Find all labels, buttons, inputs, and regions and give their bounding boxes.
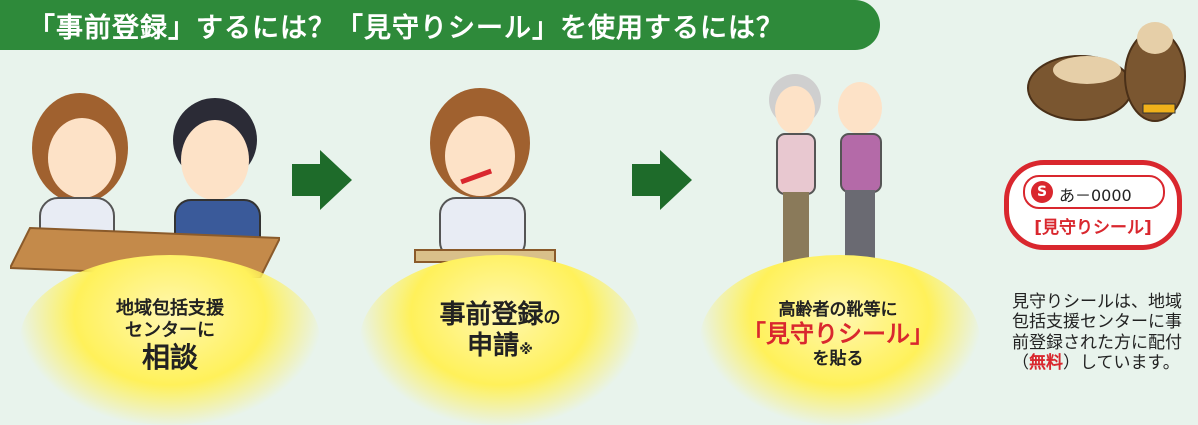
sticker-label: [見守りシール] bbox=[1034, 218, 1152, 238]
step1-line2: センターに bbox=[125, 319, 215, 341]
note-free: 無料 bbox=[1029, 353, 1063, 374]
note-part1: 見守りシールは、地域包括支援センターに事前登録された方に配付（ bbox=[1012, 292, 1182, 374]
step2-text: 事前登録の 申請※ bbox=[390, 300, 610, 362]
step3-glow bbox=[700, 255, 980, 425]
step1-text: 地域包括支援 センターに 相談 bbox=[60, 298, 280, 375]
step2-suffix1: の bbox=[543, 308, 561, 328]
step2-mark: ※ bbox=[519, 342, 533, 359]
step3-text: 高齢者の靴等に 「見守りシール」 を貼る bbox=[728, 300, 948, 370]
step1-glow bbox=[20, 255, 320, 425]
sticker-code-pill: S あ－0000 bbox=[1023, 175, 1165, 209]
consultation-illustration bbox=[10, 93, 280, 278]
step2-strong1: 事前登録 bbox=[439, 300, 544, 330]
sticker-s-badge: S bbox=[1031, 181, 1053, 203]
sticker-code: あ－0000 bbox=[1059, 186, 1132, 205]
mimamori-sticker-tag: S あ－0000 [見守りシール] bbox=[1004, 160, 1182, 250]
sticker-note: 見守りシールは、地域包括支援センターに事前登録された方に配付（無料）しています。 bbox=[1012, 292, 1198, 374]
elderly-couple-illustration bbox=[769, 74, 882, 272]
step3-line1: 高齢者の靴等に bbox=[778, 300, 898, 320]
banner-title: 「事前登録」するには？「見守りシール」を使用するには？ bbox=[28, 13, 784, 44]
title-banner: 「事前登録」するには？「見守りシール」を使用するには？ bbox=[0, 0, 880, 50]
step3-line3: を貼る bbox=[812, 349, 864, 370]
right-arrow-icon bbox=[292, 150, 352, 210]
step2-strong2: 申請 bbox=[467, 331, 520, 362]
step1-line1: 地域包括支援 bbox=[116, 298, 224, 319]
right-arrow-icon bbox=[632, 150, 692, 210]
step3-strong: 「見守りシール」 bbox=[742, 320, 934, 349]
step1-strong: 相談 bbox=[141, 341, 198, 375]
step2-glow bbox=[360, 255, 640, 425]
shoes-illustration bbox=[1027, 22, 1186, 122]
application-illustration bbox=[414, 88, 556, 263]
note-part2: ）しています。 bbox=[1063, 353, 1180, 374]
